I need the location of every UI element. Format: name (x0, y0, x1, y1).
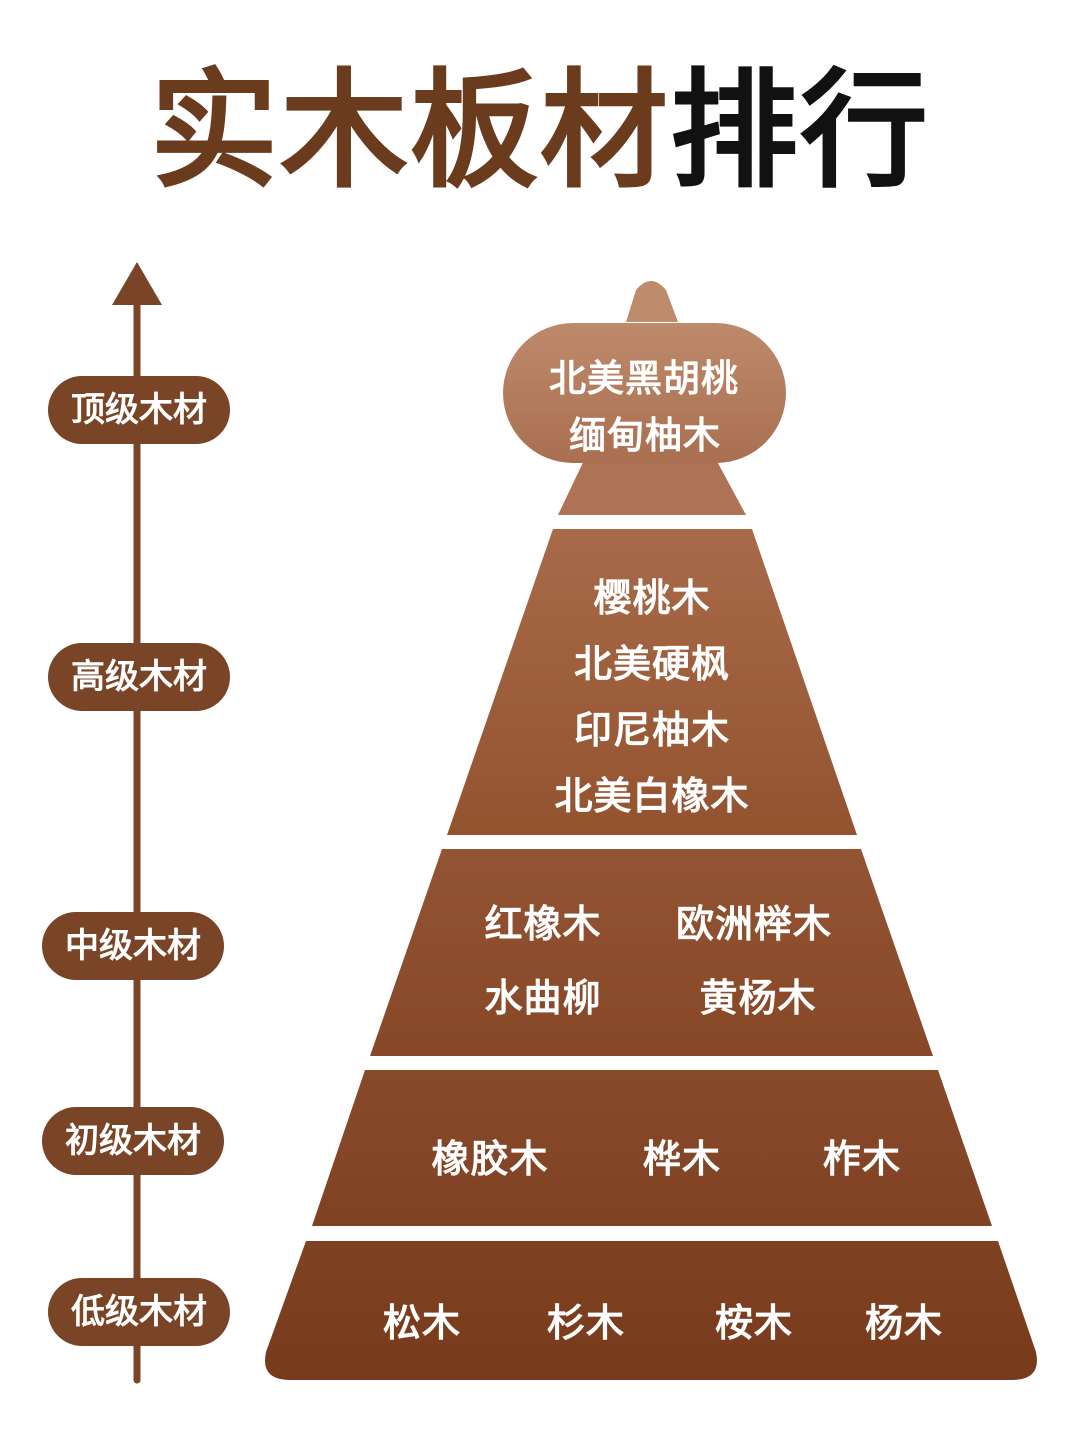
wood-white-oak: 北美白橡木 (554, 774, 750, 818)
tier-5-shape (265, 1241, 1037, 1380)
title-part-brown: 实木板材 (149, 57, 670, 206)
wood-cherry: 樱桃木 (593, 576, 711, 620)
wood-indonesian-teak: 印尼柚木 (573, 708, 730, 752)
axis-arrowhead (112, 262, 162, 305)
wood-pine: 松木 (382, 1301, 461, 1345)
tier-4-shape (312, 1070, 992, 1226)
tier-top-trapezoid (558, 452, 746, 515)
level-label-entry: 初级木材 (42, 1107, 224, 1175)
wood-ash: 水曲柳 (484, 976, 602, 1020)
wood-eucalyptus: 桉木 (714, 1301, 793, 1345)
level-label-low: 低级木材 (48, 1278, 230, 1346)
level-label-high: 高级木材 (48, 643, 230, 711)
wood-poplar: 杨木 (864, 1301, 943, 1345)
wood-red-oak: 红橡木 (484, 902, 602, 946)
wood-fir: 杉木 (546, 1301, 625, 1345)
wood-european-beech: 欧洲榉木 (675, 902, 832, 946)
wood-birch: 桦木 (642, 1137, 721, 1181)
page-title: 实木板材排行 (0, 61, 1080, 203)
wood-walnut: 北美黑胡桃 (549, 357, 739, 400)
title-part-black: 排行 (670, 57, 931, 206)
tier-2-shape (447, 529, 857, 835)
level-label-mid: 中级木材 (42, 912, 224, 980)
wood-oak: 柞木 (822, 1137, 901, 1181)
wood-hard-maple: 北美硬枫 (573, 642, 730, 686)
level-label-top: 顶级木材 (48, 376, 230, 444)
tier-top-spike (626, 281, 678, 322)
tier-top-bulb (503, 323, 786, 463)
wood-burma-teak: 缅甸柚木 (569, 414, 721, 457)
tier-3-shape (370, 849, 933, 1056)
wood-rubberwood: 橡胶木 (431, 1137, 549, 1181)
wood-boxwood: 黄杨木 (699, 976, 817, 1020)
